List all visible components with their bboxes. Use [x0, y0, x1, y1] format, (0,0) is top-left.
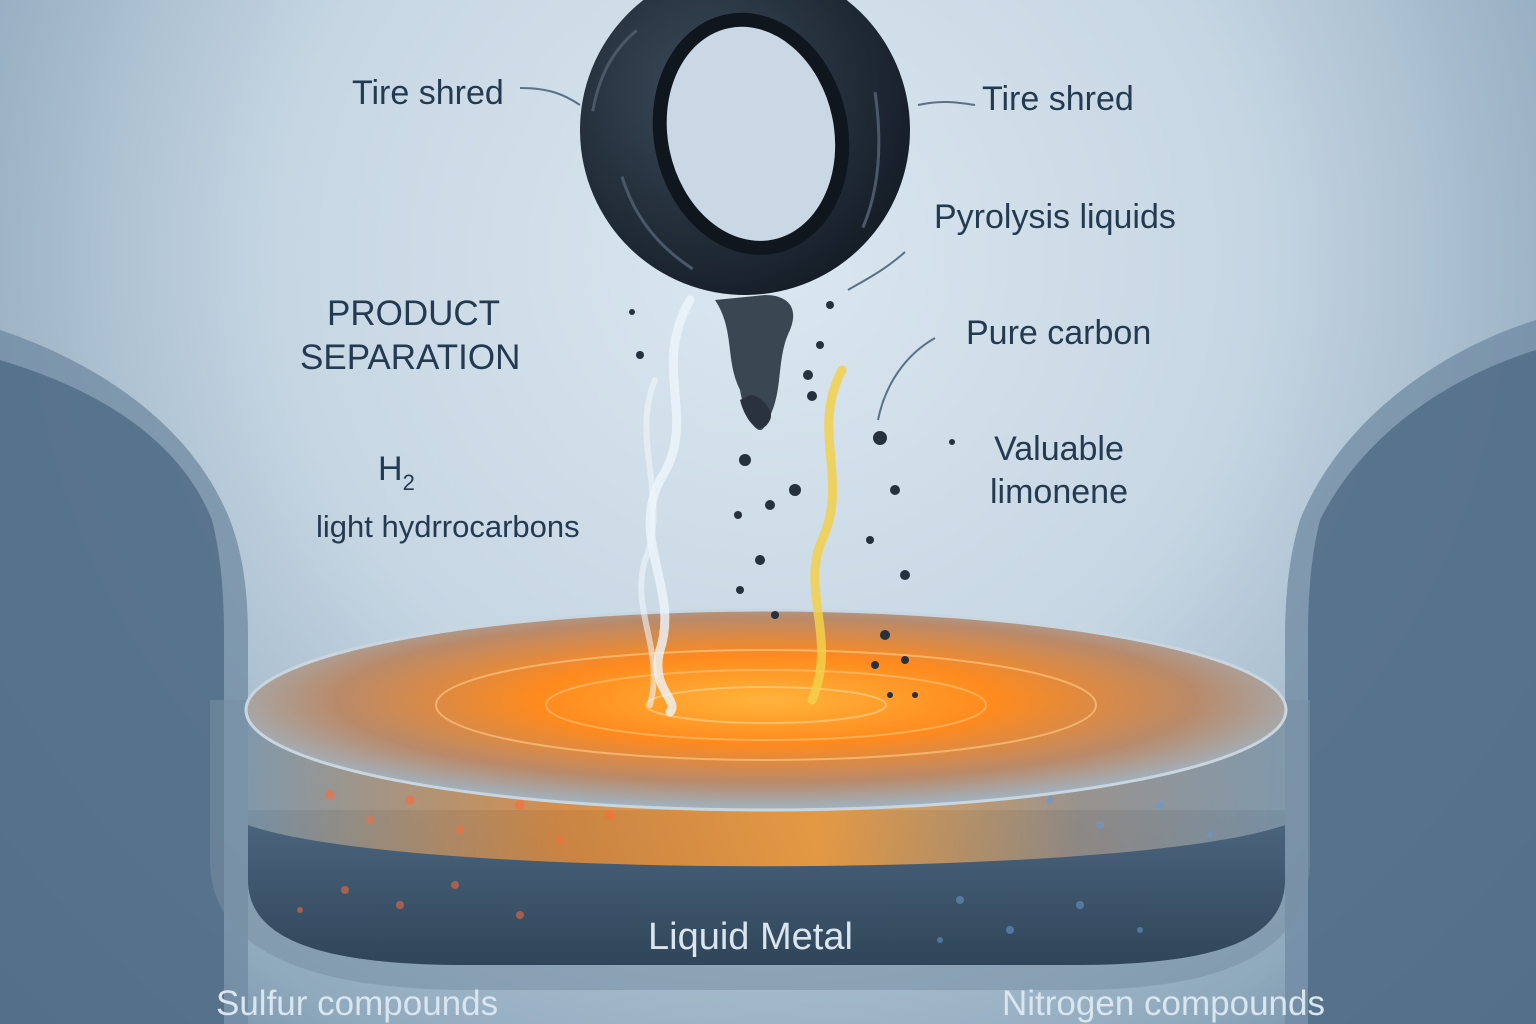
leader-line	[877, 337, 936, 421]
label-tire-shred-left: Tire shred	[352, 74, 504, 112]
label-limonene: limonene	[990, 472, 1128, 511]
label-pyrolysis-liquids: Pyrolysis liquids	[934, 198, 1176, 236]
blue-particles	[937, 796, 1213, 943]
label-h2-base: H	[378, 450, 403, 488]
label-valuable: Valuable	[994, 430, 1124, 468]
leader-line	[917, 101, 976, 106]
label-nitrogen-compounds: Nitrogen compounds	[1002, 984, 1325, 1023]
label-pure-carbon: Pure carbon	[966, 314, 1152, 352]
label-h2: H2	[378, 448, 415, 497]
limonene-stream	[807, 365, 847, 705]
leader-line	[847, 251, 906, 291]
label-light-hydrocarbons: light hydrrocarbons	[316, 509, 580, 544]
molten-metal-surface	[244, 608, 1288, 812]
ember-particles	[297, 790, 615, 919]
label-tire-shred-right: Tire shred	[982, 80, 1134, 118]
label-liquid-metal: Liquid Metal	[648, 916, 853, 958]
label-h2-subscript: 2	[402, 470, 415, 495]
label-product-separation: PRODUCT SEPARATION	[300, 292, 520, 380]
label-valuable-limonene: Valuable limonene	[990, 428, 1128, 513]
leader-line	[519, 87, 581, 106]
label-sulfur-compounds: Sulfur compounds	[216, 984, 499, 1023]
label-separation: SEPARATION	[300, 337, 521, 377]
shredding-tire-fragment	[715, 295, 794, 431]
tire-shred-image	[580, 0, 910, 295]
label-product: PRODUCT	[327, 294, 501, 333]
carbon-particles	[629, 301, 955, 698]
